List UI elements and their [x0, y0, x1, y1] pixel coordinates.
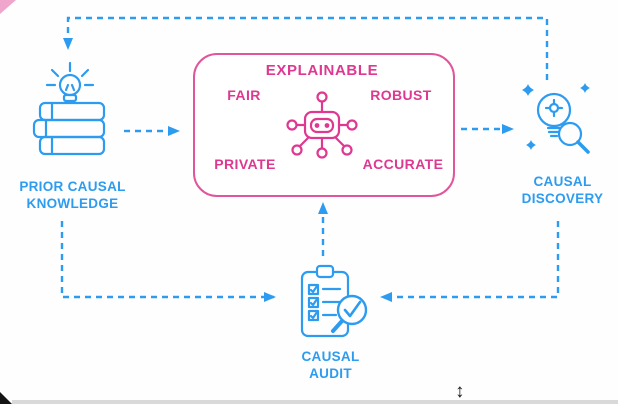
causal-audit-label-line1: CAUSAL: [301, 349, 360, 364]
prior-knowledge-label-line2: KNOWLEDGE: [26, 196, 119, 211]
corner-artifact-top-left: [0, 0, 16, 14]
causal-discovery-label-line1: CAUSAL: [533, 174, 592, 189]
private-label: PRIVATE: [214, 156, 276, 172]
bottom-edge-strip: [12, 400, 618, 404]
properties-box: [193, 53, 455, 197]
discovery-lightbulb-magnifier-icon: [522, 83, 590, 154]
arrow-lines: [60, 16, 560, 302]
books-lightbulb-icon: [32, 61, 106, 156]
arrow-prior-to-audit-bottom: [60, 221, 276, 302]
robot-hub-icon: [286, 91, 358, 159]
corner-artifact-bottom-left: [0, 392, 12, 404]
causal-audit-label-line2: AUDIT: [309, 366, 352, 381]
prior-knowledge-label-line1: PRIOR CAUSAL: [19, 179, 126, 194]
explainable-label: EXPLAINABLE: [265, 62, 379, 79]
arrow-discovery-to-audit-bottom: [380, 221, 560, 302]
sparkle-icon: [580, 83, 590, 93]
causal-audit-label: CAUSAL AUDIT: [268, 348, 393, 382]
sparkle-icon: [526, 140, 536, 150]
audit-clipboard-icon: [300, 264, 368, 338]
sparkle-icon: [522, 84, 534, 96]
causal-discovery-label-line2: DISCOVERY: [521, 191, 604, 206]
accurate-label: ACCURATE: [362, 156, 444, 172]
fair-label: FAIR: [227, 87, 261, 103]
causal-discovery-label: CAUSAL DISCOVERY: [500, 173, 618, 207]
prior-knowledge-label: PRIOR CAUSAL KNOWLEDGE: [0, 178, 145, 212]
arrow-discovery-to-prior-top: [63, 16, 549, 80]
robust-label: ROBUST: [370, 87, 432, 103]
resize-cursor-icon: ↕: [455, 381, 465, 402]
